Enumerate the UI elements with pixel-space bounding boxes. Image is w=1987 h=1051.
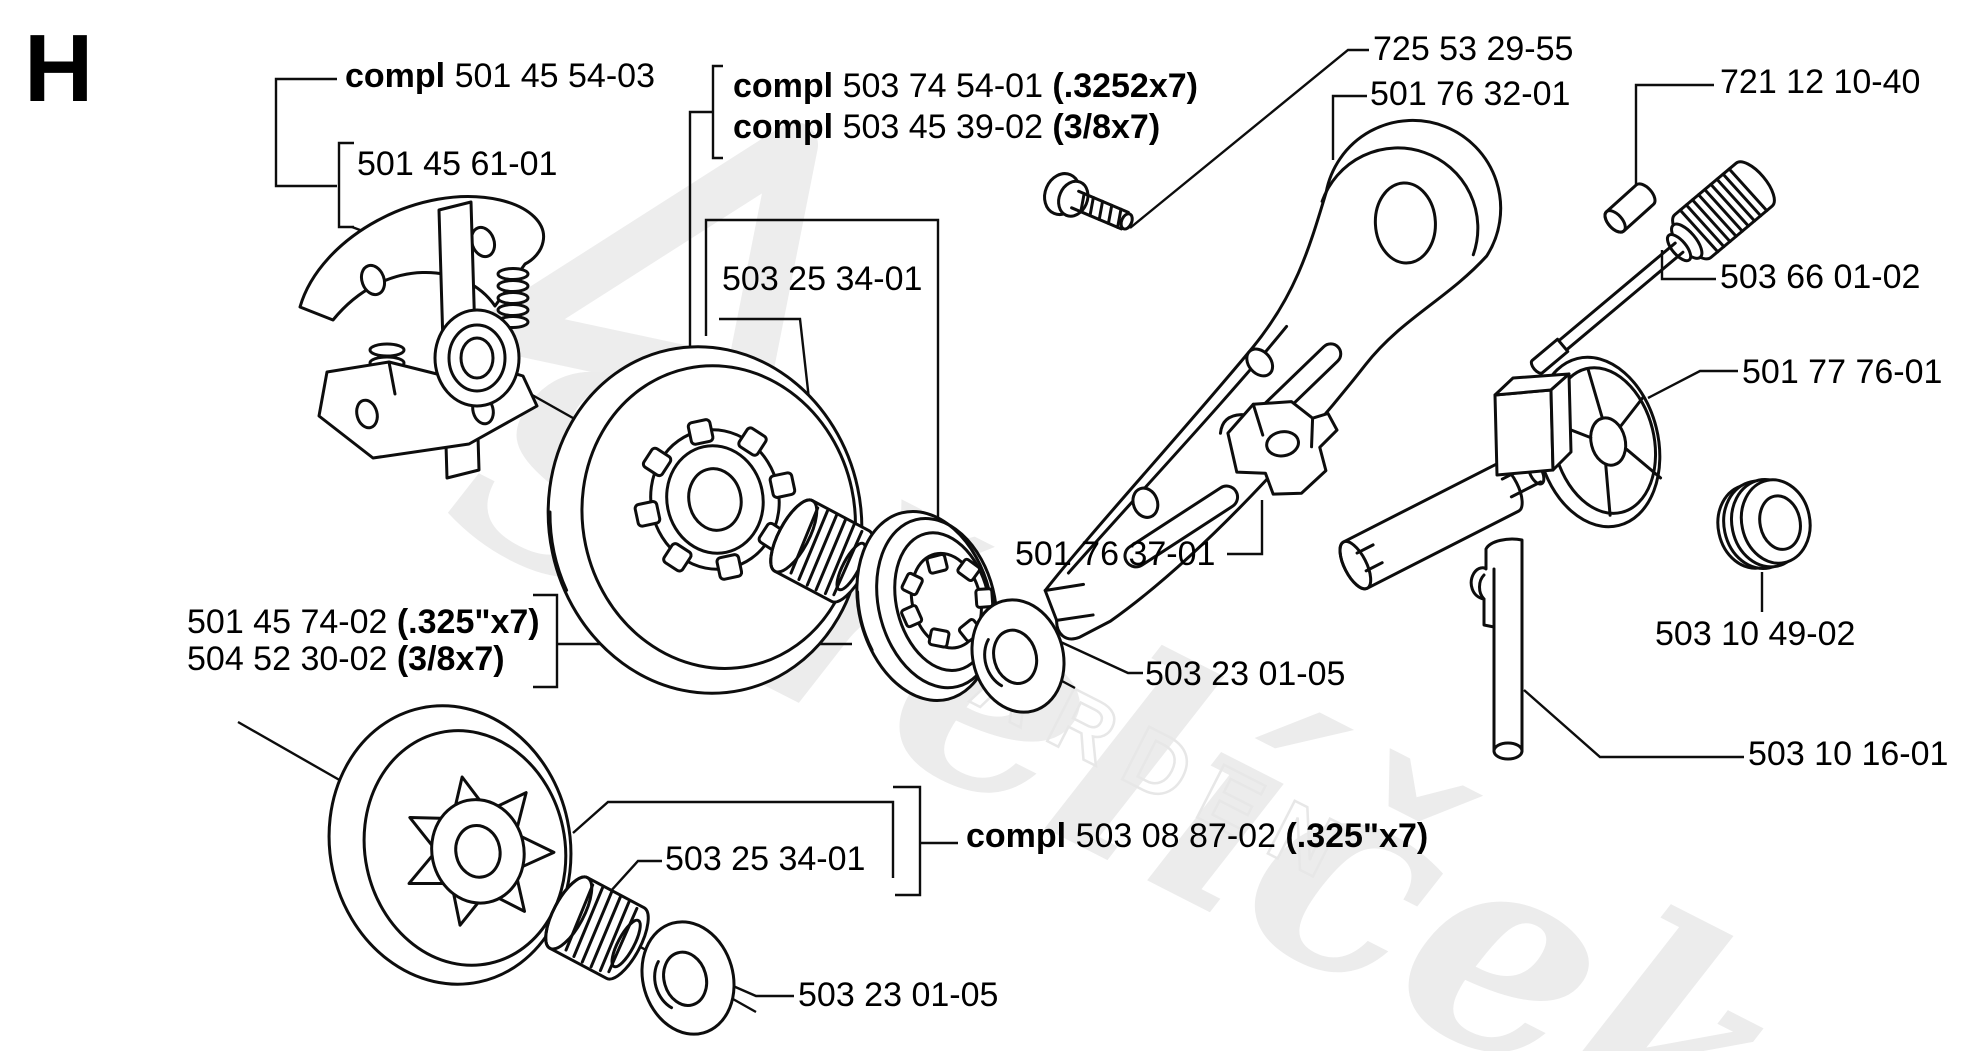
- part-label-504-52-30-02: 504 52 30-02 (3/8x7): [187, 641, 505, 677]
- label-part-number: 503 10 16-01: [1748, 735, 1949, 773]
- chain-catcher-drawing: [1226, 400, 1339, 496]
- part-label-503-25-34-01-lower: 503 25 34-01: [665, 841, 865, 877]
- part-label-503-23-01-05-upper: 503 23 01-05: [1145, 656, 1345, 692]
- part-label-501-76-32-01: 501 76 32-01: [1370, 76, 1570, 112]
- tensioner-worm-drawing: [1716, 477, 1812, 571]
- oil-pump-drive-drawing: [1529, 160, 1776, 375]
- label-part-number: 501 45 61-01: [357, 145, 558, 183]
- label-compl-prefix: compl: [966, 817, 1076, 855]
- label-part-number: 503 23 01-05: [1145, 655, 1346, 693]
- part-label-501-45-61-01: 501 45 61-01: [357, 146, 557, 182]
- label-spec: (.325"x7): [1275, 817, 1429, 855]
- label-spec: (.325"x7): [387, 603, 540, 641]
- section-letter: H: [24, 15, 94, 122]
- label-part-number: 503 08 87-02: [1075, 817, 1276, 855]
- label-part-number: 501 45 74-02: [187, 603, 388, 641]
- label-part-number: 503 74 54-01: [842, 67, 1043, 105]
- part-label-503-74-54-01: compl 503 74 54-01 (.3252x7): [733, 68, 1198, 104]
- label-compl-prefix: compl: [733, 67, 843, 105]
- label-part-number: 501 77 76-01: [1742, 353, 1943, 391]
- label-part-number: 503 10 49-02: [1655, 615, 1856, 653]
- label-compl-prefix: compl: [345, 57, 455, 95]
- clutch-assembly-drawing: [298, 195, 546, 480]
- label-part-number: 503 25 34-01: [665, 840, 866, 878]
- part-label-503-08-87-02: compl 503 08 87-02 (.325"x7): [966, 818, 1428, 854]
- part-label-725-53-29-55: 725 53 29-55: [1373, 31, 1573, 67]
- part-label-503-45-39-02: compl 503 45 39-02 (3/8x7): [733, 109, 1160, 145]
- part-label-501-77-76-01: 501 77 76-01: [1742, 354, 1942, 390]
- label-part-number: 504 52 30-02: [187, 640, 388, 678]
- clutch-spring-right: [496, 267, 530, 329]
- part-label-503-23-01-05-lower: 503 23 01-05: [798, 977, 998, 1013]
- spur-sprocket-drum-drawing: [327, 704, 573, 986]
- label-spec: (3/8x7): [1042, 108, 1161, 146]
- part-label-503-10-49-02: 503 10 49-02: [1655, 616, 1855, 652]
- part-label-503-66-01-02: 503 66 01-02: [1720, 259, 1920, 295]
- label-part-number: 721 12 10-40: [1720, 63, 1921, 101]
- chain-tensioner-drawing: [1493, 355, 1663, 529]
- pin-drawing: [1603, 182, 1657, 234]
- spur-sprocket-star: [407, 775, 556, 927]
- label-part-number: 503 23 01-05: [798, 976, 999, 1014]
- part-label-503-25-34-01-upper: 503 25 34-01: [722, 261, 922, 297]
- guide-plate-drawing: [1043, 118, 1503, 641]
- label-part-number: 501 76 32-01: [1370, 75, 1571, 113]
- part-label-721-12-10-40: 721 12 10-40: [1720, 64, 1920, 100]
- part-label-501-45-54-03: compl 501 45 54-03: [345, 58, 655, 94]
- screw-drawing: [1043, 172, 1134, 231]
- label-part-number: 503 25 34-01: [722, 260, 923, 298]
- label-spec: (.3252x7): [1042, 67, 1198, 105]
- label-part-number: 725 53 29-55: [1373, 30, 1574, 68]
- part-label-501-45-74-02: 501 45 74-02 (.325"x7): [187, 604, 540, 640]
- label-spec: (3/8x7): [387, 640, 505, 678]
- label-compl-prefix: compl: [733, 108, 843, 146]
- rim-sprocket-drawing: [855, 509, 999, 703]
- tensioner-pin-drawing: [1469, 537, 1524, 761]
- rim-sprocket-spline-hole: [900, 551, 995, 650]
- part-label-503-10-16-01: 503 10 16-01: [1748, 736, 1948, 772]
- label-part-number: 501 45 54-03: [454, 57, 655, 95]
- part-label-501-76-37-01: 501 76 37-01: [1015, 536, 1215, 572]
- label-part-number: 503 45 39-02: [842, 108, 1043, 146]
- label-part-number: 503 66 01-02: [1720, 258, 1921, 296]
- watermark-logo-triangle: [482, 122, 818, 405]
- label-part-number: 501 76 37-01: [1015, 535, 1216, 573]
